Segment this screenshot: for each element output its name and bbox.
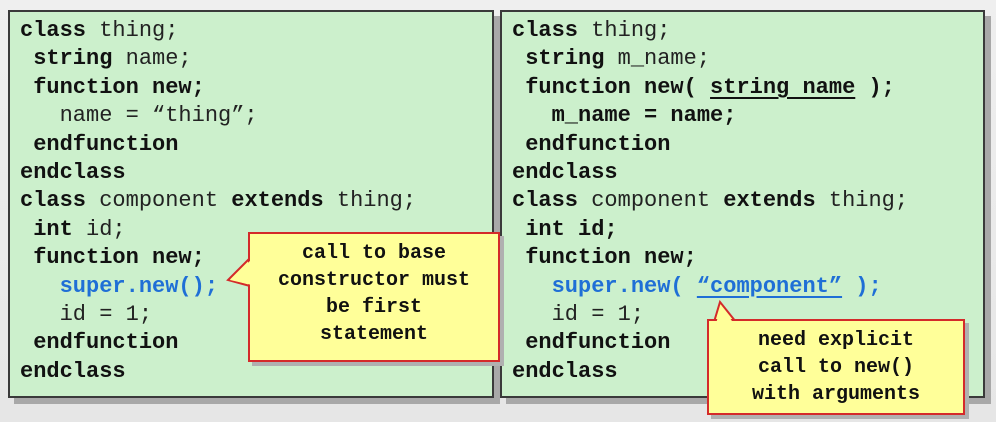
code-token: endclass	[512, 159, 618, 185]
code-line: int id;	[20, 216, 416, 244]
code-token: endclass	[512, 358, 618, 384]
code-token: thing;	[86, 18, 179, 43]
code-token: name;	[112, 46, 192, 72]
code-token: class	[512, 18, 579, 43]
callout-line: with arguments	[751, 383, 921, 406]
code-line: m_name = name;	[512, 102, 908, 130]
code-line: endfunction	[512, 131, 908, 159]
code-token: class	[512, 188, 579, 214]
code-line: super.new();	[20, 273, 416, 301]
code-token: endclass	[20, 358, 126, 384]
base-constructor-callout: call to base constructor must be first s…	[248, 232, 500, 362]
code-line: endfunction	[512, 329, 908, 357]
code-token: function new;	[512, 245, 697, 271]
callout-line: be first	[325, 296, 422, 319]
code-token: function new;	[20, 74, 205, 100]
callout-pointer-right-overlay	[716, 305, 734, 324]
code-token: function new;	[20, 245, 205, 271]
code-token: endfunction	[20, 131, 179, 157]
code-token: m_name;	[604, 46, 711, 72]
callout-line: call to base	[301, 242, 447, 265]
code-token: “component”	[696, 273, 843, 299]
code-line: int id;	[512, 216, 908, 244]
code-line: endclass	[512, 159, 908, 187]
code-line: endfunction	[20, 131, 416, 159]
code-token: endfunction	[512, 131, 671, 157]
explicit-call-callout: need explicit call to new() with argumen…	[707, 319, 965, 415]
code-line: id = 1;	[512, 301, 908, 329]
code-token: id = 1;	[512, 301, 645, 327]
code-token: component	[86, 188, 232, 214]
code-line: name = “thing”;	[20, 102, 416, 130]
code-line: class thing;	[20, 17, 416, 45]
code-line: endfunction	[20, 329, 416, 357]
callout-line: call to new()	[757, 356, 915, 379]
code-token: int id;	[512, 216, 618, 242]
code-line: endclass	[512, 358, 908, 386]
code-token: super.new(	[512, 273, 697, 299]
code-token: );	[842, 273, 882, 299]
code-token: endfunction	[512, 330, 671, 356]
code-line: function new;	[20, 74, 416, 102]
left-code-block: class thing; string name; function new; …	[20, 17, 416, 386]
code-token: function new(	[512, 74, 711, 100]
code-line: class component extends thing;	[20, 187, 416, 215]
code-token: m_name = name;	[512, 103, 737, 129]
code-token: component	[578, 188, 724, 214]
code-token: thing;	[578, 18, 671, 43]
callout-line: constructor must	[277, 269, 471, 292]
code-line: endclass	[20, 358, 416, 386]
code-token: extends	[723, 188, 816, 214]
code-line: function new;	[512, 244, 908, 272]
code-token: extends	[231, 188, 324, 214]
code-token: thing;	[323, 188, 417, 214]
code-token: name = “thing”;	[20, 103, 258, 129]
code-token: id = 1;	[20, 301, 153, 327]
code-token: class	[20, 188, 87, 214]
code-token: id;	[72, 216, 126, 242]
callout-pointer-left-overlay	[230, 259, 252, 285]
code-token: class	[20, 18, 87, 43]
code-token: string name	[710, 74, 856, 100]
callout-line: statement	[319, 323, 429, 346]
code-line: endclass	[20, 159, 416, 187]
code-line: class component extends thing;	[512, 187, 908, 215]
code-token: endclass	[20, 159, 126, 185]
right-code-panel: class thing; string m_name; function new…	[500, 10, 985, 398]
code-token: super.new();	[20, 273, 219, 299]
callout-line: need explicit	[757, 329, 915, 352]
code-token: endfunction	[20, 330, 179, 356]
code-line: class thing;	[512, 17, 908, 45]
code-line: id = 1;	[20, 301, 416, 329]
code-token: int	[20, 216, 73, 242]
code-token: string	[20, 46, 113, 72]
right-code-block: class thing; string m_name; function new…	[512, 17, 908, 386]
code-token: );	[855, 74, 895, 100]
code-line: function new( string name );	[512, 74, 908, 102]
code-line: string m_name;	[512, 45, 908, 73]
code-line: string name;	[20, 45, 416, 73]
code-token: thing;	[815, 188, 909, 214]
code-token: string	[512, 46, 605, 72]
code-line: function new;	[20, 244, 416, 272]
code-line: super.new( “component” );	[512, 273, 908, 301]
